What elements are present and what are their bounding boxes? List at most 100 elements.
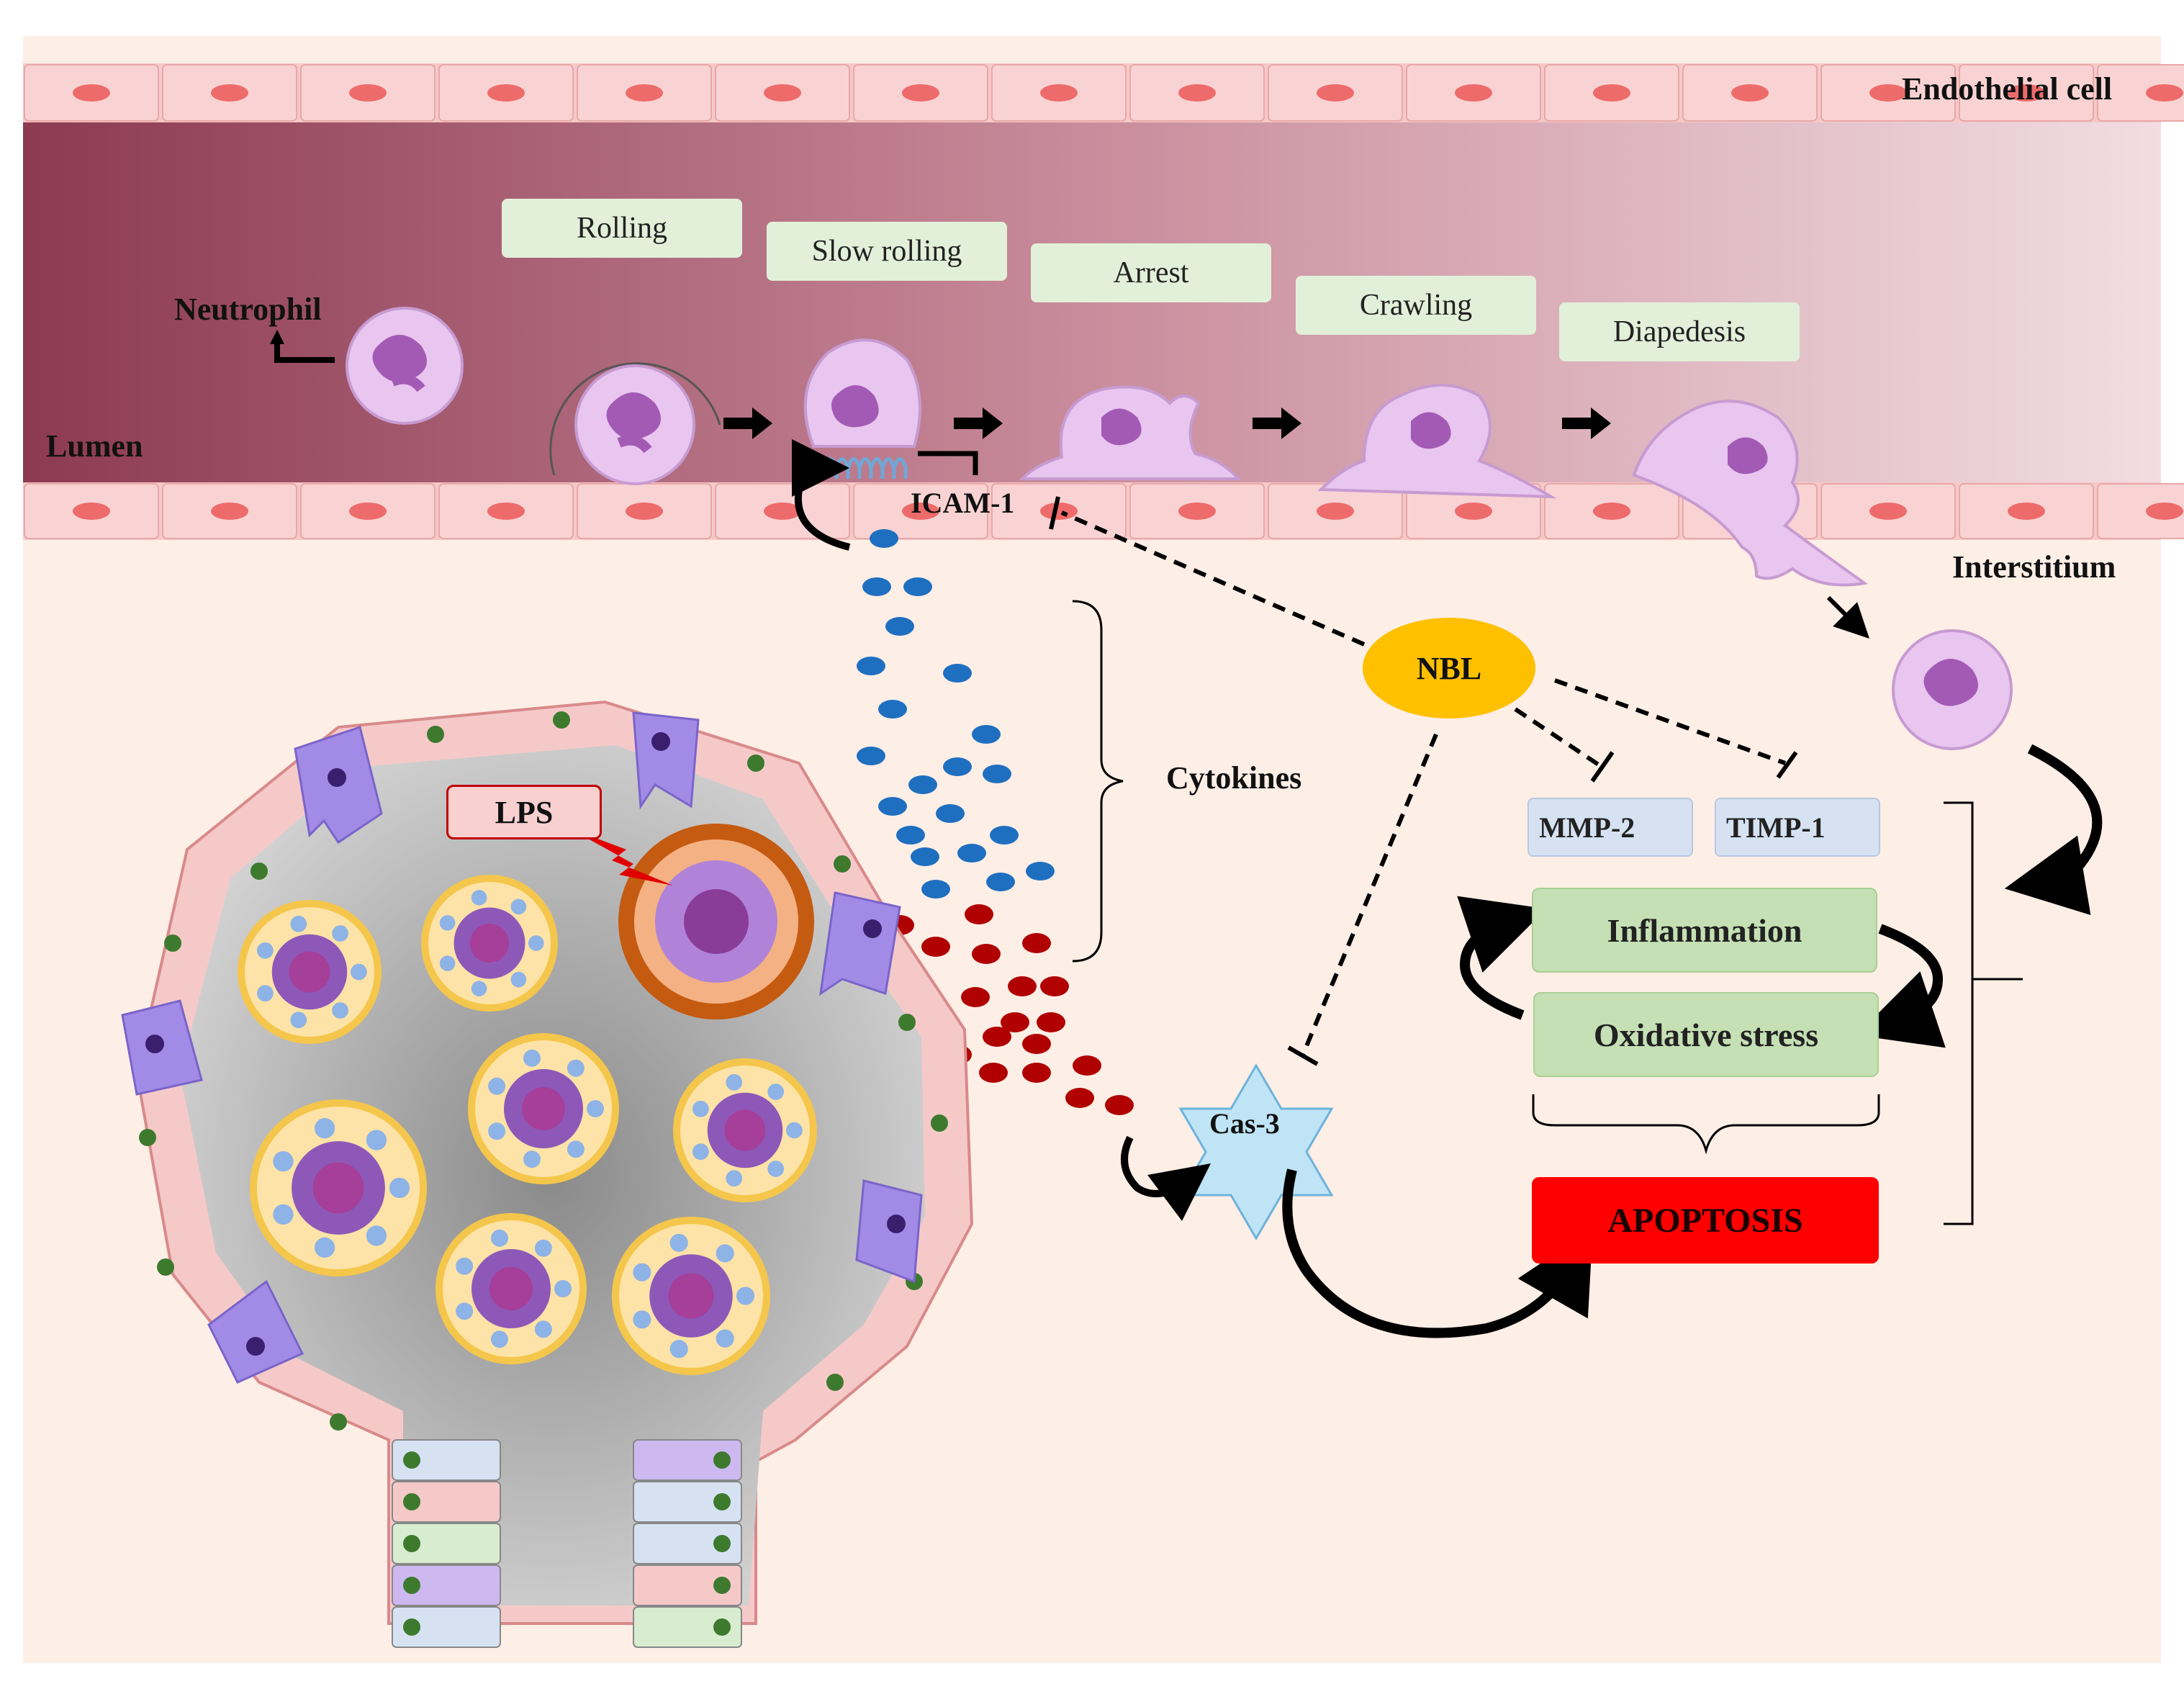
- macrophage-granule: [633, 1263, 651, 1282]
- lps-box: LPS: [446, 785, 602, 839]
- cas3-star: [1178, 1063, 1334, 1240]
- macrophage-granule: [692, 1143, 709, 1161]
- macrophage-granule: [726, 1170, 743, 1187]
- label-cas3: Cas-3: [1209, 1107, 1280, 1140]
- macrophage-granule: [510, 898, 527, 915]
- endothelial-nucleus: [1455, 84, 1492, 102]
- alveolar-macrophages: [238, 875, 817, 1375]
- endothelial-nucleus: [349, 503, 387, 520]
- step-rolling: Rolling: [502, 199, 742, 258]
- macrophage-granule: [716, 1244, 734, 1263]
- endothelial-nucleus: [2008, 503, 2045, 520]
- cytokine-blue: [983, 765, 1011, 783]
- cycle-arrow-right: [1856, 924, 1946, 1048]
- cytokine-blue: [878, 700, 907, 719]
- macrophage-core: [312, 1162, 364, 1214]
- endothelial-cell: [2097, 64, 2184, 122]
- endothelial-nucleus: [1593, 503, 1630, 520]
- endothelial-nucleus: [73, 503, 110, 520]
- macrophage-granule: [389, 1177, 410, 1199]
- duct-nucleus: [713, 1577, 731, 1594]
- cytokine-red: [1022, 1063, 1051, 1083]
- macrophage-core: [489, 1267, 533, 1310]
- cytokine-red: [1105, 1095, 1134, 1115]
- endothelial-nucleus: [764, 503, 801, 520]
- macrophage-granule: [726, 1073, 743, 1091]
- cytokine-blue: [943, 757, 972, 776]
- inhibition-bars: [1049, 496, 1798, 1066]
- cytokine-blue: [990, 826, 1019, 844]
- macrophage-granule: [488, 1077, 506, 1095]
- duct-cell: [392, 1439, 501, 1481]
- macrophage-granule: [490, 1229, 508, 1247]
- cas3-to-apoptosis-arrow: [1282, 1168, 1593, 1338]
- macrophage-granule: [510, 971, 527, 988]
- cytokine-blue: [857, 747, 885, 765]
- macrophage-granule: [567, 1140, 585, 1158]
- neutrophil-pointer: [274, 338, 335, 363]
- neutrophil-diapedesis: [1632, 400, 1869, 587]
- macrophage-granule: [528, 935, 544, 951]
- cytokine-red: [921, 937, 950, 957]
- epithelial-nucleus: [747, 755, 764, 772]
- endothelial-nucleus: [487, 503, 525, 520]
- endothelial-nucleus: [211, 84, 248, 102]
- cytokine-blue: [1026, 862, 1055, 880]
- duct-nucleus: [713, 1493, 731, 1510]
- duct-nucleus: [403, 1493, 420, 1510]
- duct-cell: [633, 1439, 742, 1481]
- macrophage-granule: [567, 1059, 585, 1077]
- macrophage-granule: [332, 1002, 349, 1019]
- macrophage-core: [289, 951, 330, 993]
- epithelial-nucleus: [330, 1413, 347, 1431]
- neutrophil-crawling: [1317, 384, 1557, 499]
- macrophage-granule: [273, 1204, 294, 1225]
- cytokine-blue: [921, 880, 950, 898]
- epithelial-nucleus: [157, 1258, 174, 1276]
- endothelial-nucleus: [626, 503, 663, 520]
- neutrophil-arrest: [1019, 385, 1242, 480]
- cytokine-blue: [903, 577, 932, 596]
- step-diapedesis: Diapedesis: [1559, 302, 1800, 361]
- endothelial-nucleus: [1869, 503, 1907, 520]
- macrophage-granule: [471, 981, 487, 996]
- endothelial-nucleus: [487, 84, 525, 102]
- cytokine-blue: [943, 664, 972, 683]
- label-neutrophil: Neutrophil: [174, 292, 322, 327]
- duct-nucleus: [713, 1535, 731, 1552]
- macrophage-core: [668, 1273, 714, 1319]
- macrophage-granule: [767, 1161, 785, 1177]
- epithelial-nucleus: [251, 862, 268, 880]
- macrophage-granule: [587, 1100, 604, 1117]
- endothelial-nucleus: [1178, 84, 1216, 102]
- macrophage-granule: [786, 1122, 803, 1139]
- macrophage-core: [470, 924, 509, 963]
- duct-cell: [392, 1481, 501, 1523]
- nbl-inhibition-lines: [1060, 510, 1787, 1056]
- duct-cell: [633, 1564, 742, 1606]
- step-crawling: Crawling: [1296, 276, 1536, 335]
- step-arrest: Arrest: [1031, 243, 1271, 302]
- macrophage-granule: [716, 1329, 734, 1348]
- endothelial-nucleus: [1869, 84, 1907, 102]
- macrophage-granule: [736, 1287, 755, 1305]
- macrophage-granule: [471, 890, 487, 906]
- cytokine-blue: [885, 617, 914, 636]
- label-cytokines: Cytokines: [1166, 760, 1302, 796]
- cytokine-red: [1022, 933, 1051, 953]
- duct-nucleus: [403, 1535, 420, 1552]
- macrophage-core: [522, 1087, 565, 1130]
- cytokine-to-cas3-arrow: [1121, 1135, 1211, 1221]
- cytokines-bracket: [1072, 600, 1124, 963]
- cytokine-red: [1008, 976, 1037, 996]
- activated-macrophage: [618, 824, 814, 1019]
- macrophage-granule: [523, 1049, 541, 1067]
- label-endothelial-cell: Endothelial cell: [1902, 71, 2113, 107]
- endothelial-nucleus: [211, 503, 248, 520]
- duct-cell: [633, 1481, 742, 1523]
- macrophage-granule: [366, 1225, 387, 1246]
- cytokine-blue: [972, 725, 1001, 744]
- macrophage-granule: [534, 1320, 552, 1338]
- macrophage-granule: [256, 985, 274, 1002]
- timp1-box: TIMP-1: [1715, 798, 1880, 857]
